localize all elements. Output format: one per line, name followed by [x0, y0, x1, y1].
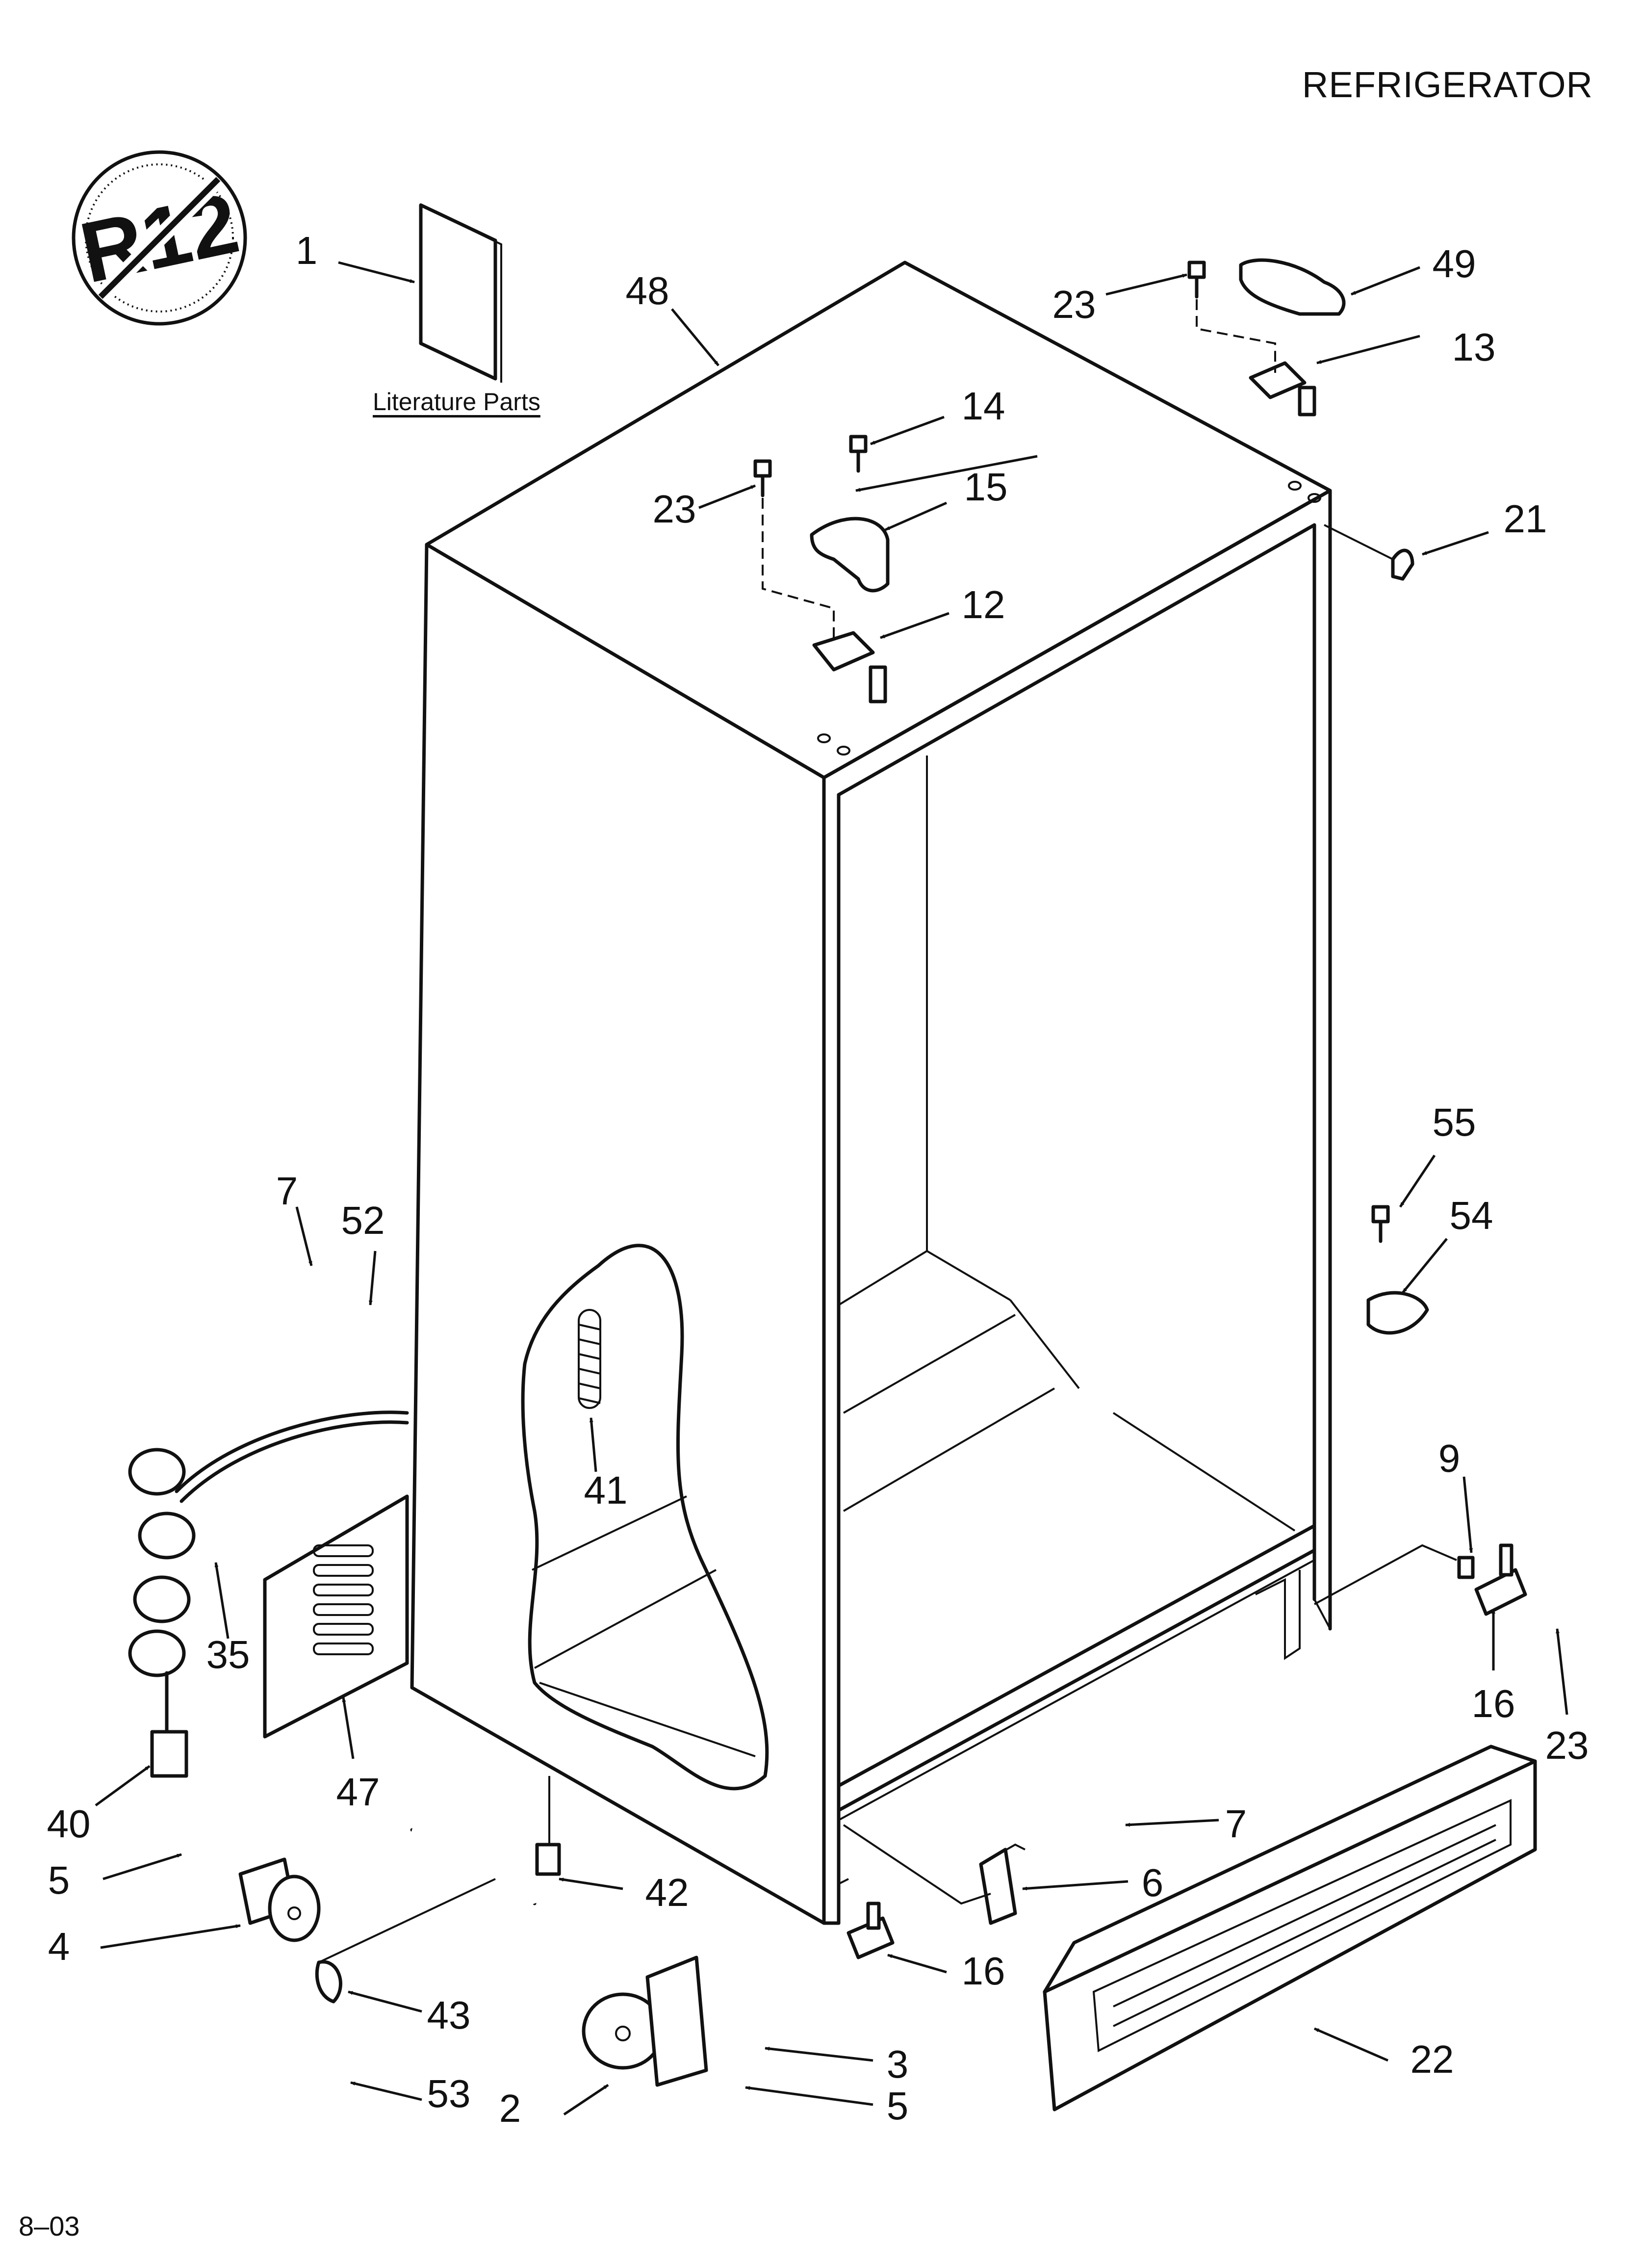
callout-4: 4: [48, 1925, 70, 1968]
callout-2: 2: [499, 2086, 521, 2130]
literature-parts-caption: Literature Parts: [373, 388, 540, 416]
leveling-bracket: [843, 1824, 1026, 1925]
callout-53: 53: [427, 2072, 471, 2115]
callout-5-mid: 5: [887, 2084, 909, 2128]
callout-41: 41: [584, 1468, 628, 1512]
power-cord: [128, 1410, 409, 1778]
callout-5-left: 5: [48, 1858, 70, 1902]
right-hinge-cover: [1239, 258, 1346, 316]
callout-21: 21: [1504, 497, 1547, 541]
callout-35: 35: [206, 1633, 250, 1676]
fitting-clip: [1324, 524, 1414, 581]
page-code: 8–03: [19, 2211, 80, 2242]
drain-tube: [410, 1776, 561, 1905]
hinge-pin-right: [1314, 1543, 1527, 1616]
rear-access-cover: [263, 1494, 409, 1739]
roller-clip: [315, 1878, 496, 2004]
callout-42: 42: [645, 1871, 689, 1914]
callout-7-left: 7: [276, 1169, 298, 1213]
no-r12-badge: R12: [72, 150, 247, 326]
refrigerator-cabinet: [410, 261, 1332, 1925]
callout-22: 22: [1411, 2037, 1454, 2081]
side-wall-cutaway: [521, 1244, 769, 1791]
callout-3: 3: [887, 2042, 909, 2086]
callout-14: 14: [962, 384, 1005, 428]
callout-16-mid: 16: [962, 1949, 1005, 1993]
stop-bracket: [1366, 1291, 1429, 1335]
callout-leaders: [95, 261, 1568, 2116]
callout-13: 13: [1452, 325, 1496, 369]
hinge-pin-bottom: [847, 1902, 895, 1959]
left-hinge: [812, 631, 887, 704]
callout-48: 48: [626, 269, 669, 313]
callout-23-mid: 23: [653, 487, 696, 531]
left-hinge-cover: [810, 517, 890, 593]
front-roller: [582, 1955, 708, 2087]
callout-49: 49: [1433, 242, 1476, 286]
callout-labels: 1 48 23 49 13 14 15 23 12 21 55 54 7 52 …: [47, 229, 1589, 2130]
callout-43: 43: [427, 1993, 471, 2037]
callout-40: 40: [47, 1802, 91, 1846]
literature-booklet: [419, 203, 502, 383]
hinge-screws: [753, 261, 1390, 1243]
callout-23-top: 23: [1052, 283, 1096, 326]
callout-47: 47: [336, 1770, 380, 1814]
drain-coil: [578, 1309, 601, 1409]
callout-9: 9: [1438, 1436, 1461, 1480]
callout-15: 15: [964, 465, 1008, 509]
callout-12: 12: [962, 583, 1005, 626]
rear-roller: [238, 1857, 321, 1942]
page-title: REFRIGERATOR: [1302, 64, 1593, 105]
callout-54: 54: [1450, 1194, 1493, 1237]
callout-6: 6: [1142, 1861, 1164, 1904]
callout-16-right: 16: [1472, 1682, 1515, 1725]
callout-23-right: 23: [1545, 1723, 1589, 1767]
callout-52: 52: [341, 1199, 385, 1242]
base-grille: [1043, 1745, 1537, 2112]
callout-1: 1: [296, 229, 318, 272]
right-hinge: [1249, 361, 1316, 417]
callout-7-mid: 7: [1225, 1802, 1247, 1846]
callout-55: 55: [1433, 1100, 1476, 1144]
